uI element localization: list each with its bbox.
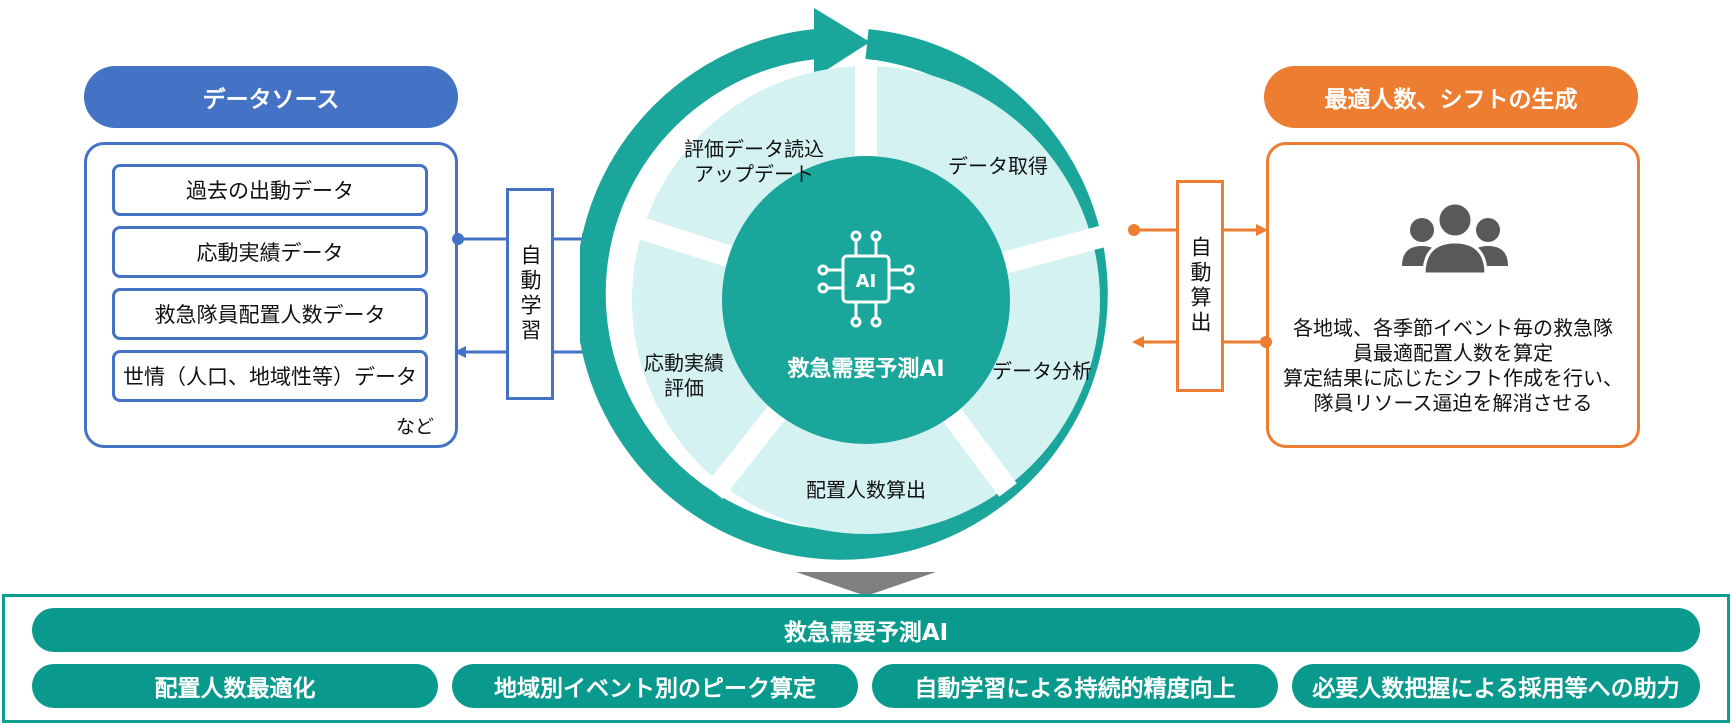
source-item-staff-count: 救急隊員配置人数データ (112, 288, 428, 340)
output-panel (1266, 142, 1640, 448)
cycle-center-label: 救急需要予測AI (787, 356, 944, 382)
segment-label-data-analysis: データ分析 (992, 359, 1092, 383)
source-item-label: 救急隊員配置人数データ (154, 303, 386, 327)
output-desc-line: 隊員リソース逼迫を解消させる (1313, 391, 1593, 415)
feature-recruitment-support: 必要人数把握による採用等への助力 (1292, 664, 1700, 708)
segment-label-response-record: 応動実績 (644, 351, 724, 375)
auto-calc-label: 自動算出 (1188, 236, 1212, 336)
ai-chip-icon (817, 230, 915, 328)
segment-label-data-acquisition: データ取得 (948, 154, 1048, 178)
segment-label-staff-calculation: 配置人数算出 (806, 478, 926, 502)
cycle-arrowhead-icon (814, 8, 870, 78)
data-source-header: データソース (84, 66, 458, 128)
source-item-past-dispatch: 過去の出動データ (112, 164, 428, 216)
data-source-header-label: データソース (202, 87, 340, 113)
feature-peak-calculation: 地域別イベント別のピーク算定 (452, 664, 858, 708)
source-item-social-conditions: 世情（人口、地域性等）データ (112, 350, 428, 402)
people-group-icon (1402, 201, 1508, 276)
segment-label-eval-load: 評価データ読込 (684, 137, 824, 161)
down-arrow-icon (796, 572, 936, 596)
feature-label: 必要人数把握による採用等への助力 (1312, 676, 1680, 702)
segment-label-evaluation: 評価 (664, 376, 704, 400)
source-item-label: 応動実績データ (196, 241, 344, 265)
output-desc-line: 算定結果に応じたシフト作成を行い、 (1283, 366, 1623, 390)
arrowhead-left-icon (454, 346, 466, 358)
feature-label: 地域別イベント別のピーク算定 (494, 676, 816, 702)
feature-label: 自動学習による持続的精度向上 (914, 676, 1236, 702)
arrowhead-left-icon (1132, 336, 1144, 348)
ai-chip-label: AI (856, 271, 877, 292)
source-item-label: 過去の出動データ (186, 179, 354, 203)
auto-learning-box: 自動学習 (506, 188, 554, 400)
output-header-label: 最適人数、シフトの生成 (1324, 87, 1578, 113)
cycle-center-circle (722, 156, 1010, 444)
features-title-label: 救急需要予測AI (783, 620, 949, 646)
arrowhead-right-icon (1256, 224, 1268, 236)
source-item-label: 世情（人口、地域性等）データ (123, 365, 417, 389)
feature-accuracy-improvement: 自動学習による持続的精度向上 (872, 664, 1278, 708)
source-item-response-record: 応動実績データ (112, 226, 428, 278)
features-title-bar: 救急需要予測AI (32, 608, 1700, 652)
output-desc-line: 員最適配置人数を算定 (1353, 341, 1553, 365)
output-description: 各地域、各季節イベント毎の救急隊 員最適配置人数を算定 算定結果に応じたシフト作… (1270, 316, 1636, 416)
segment-label-update: アップデート (694, 162, 814, 186)
feature-staff-optimization: 配置人数最適化 (32, 664, 438, 708)
right-connector-arrows (1128, 224, 1272, 348)
ai-cycle-diagram: AI 救急需要予測AI 評価データ読込 アップデート データ取得 データ分析 配… (580, 8, 1108, 560)
auto-learning-label: 自動学習 (518, 244, 542, 344)
output-desc-line: 各地域、各季節イベント毎の救急隊 (1293, 316, 1613, 340)
feature-label: 配置人数最適化 (154, 676, 316, 702)
output-header: 最適人数、シフトの生成 (1264, 66, 1638, 128)
connector-dot (1260, 336, 1272, 348)
source-note: など (396, 416, 435, 438)
auto-calc-box: 自動算出 (1176, 180, 1224, 392)
